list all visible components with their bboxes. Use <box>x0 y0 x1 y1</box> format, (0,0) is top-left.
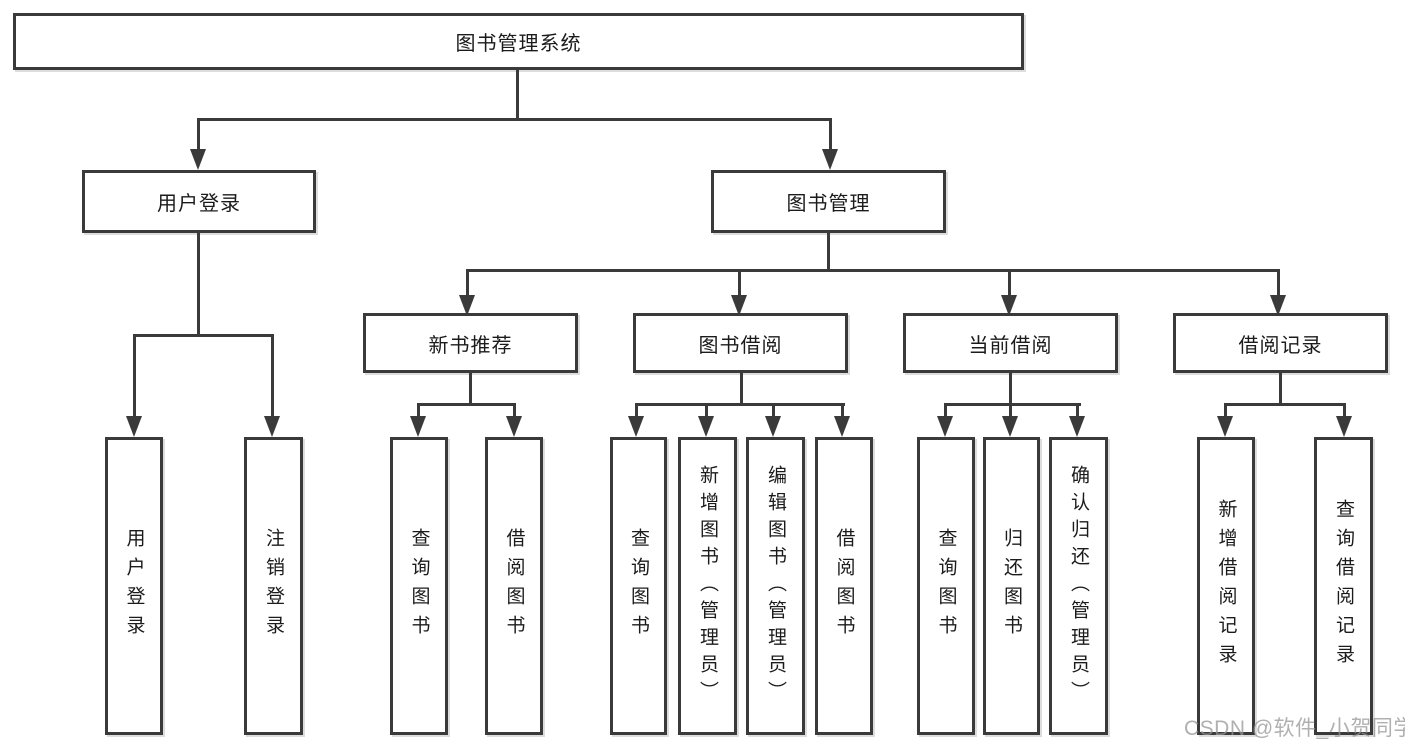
leaf-borrow-query-books-label: 查询图书 <box>628 528 649 644</box>
node-current-borrowing-label: 当前借阅 <box>968 334 1053 357</box>
node-book-management-branch: 图书管理 <box>711 170 946 233</box>
connector-line <box>133 334 136 417</box>
connector-line <box>417 403 516 406</box>
connector-line <box>469 373 472 406</box>
connector-line <box>738 269 741 297</box>
connector-line <box>1279 373 1282 406</box>
connector-line <box>271 334 274 417</box>
leaf-user-login-label: 用户登录 <box>123 528 145 644</box>
connector-arrowhead <box>1002 416 1018 437</box>
connector-line <box>1008 269 1011 297</box>
node-user-login-branch: 用户登录 <box>82 170 316 233</box>
connector-line <box>133 334 274 337</box>
leaf-records-query-record: 查询借阅记录 <box>1314 437 1373 735</box>
leaf-current-return-books: 归还图书 <box>983 437 1040 735</box>
connector-arrowhead <box>834 416 850 437</box>
leaf-borrow-edit-books-admin: 编辑图书（管理员） <box>746 437 805 735</box>
connector-line <box>827 233 830 271</box>
connector-arrowhead <box>822 149 838 170</box>
connector-line <box>197 118 200 152</box>
connector-line <box>197 233 200 337</box>
connector-arrowhead <box>698 416 714 437</box>
connector-line <box>705 403 708 417</box>
connector-line <box>1277 269 1280 297</box>
connector-arrowhead <box>765 416 781 437</box>
connector-arrowhead <box>410 416 426 437</box>
connector-line <box>1224 403 1346 406</box>
connector-arrowhead <box>731 295 747 316</box>
connector-line <box>1343 403 1346 417</box>
leaf-records-query-record-label: 查询借阅记录 <box>1333 499 1354 673</box>
leaf-records-add-record-label: 新增借阅记录 <box>1215 499 1237 673</box>
node-book-management-label: 图书管理 <box>786 193 871 215</box>
connector-line <box>740 373 743 406</box>
connector-line <box>841 403 844 417</box>
leaf-current-return-books-label: 归还图书 <box>1001 528 1022 644</box>
root-node-library-system: 图书管理系统 <box>13 13 1024 70</box>
leaf-recommend-query-books-label: 查询图书 <box>408 528 430 644</box>
leaf-current-confirm-return-admin-label: 确认归还（管理员） <box>1068 464 1089 708</box>
connector-line <box>466 269 1280 272</box>
leaf-recommend-borrow-books-label: 借阅图书 <box>503 528 525 644</box>
connector-line <box>772 403 775 417</box>
connector-line <box>1009 373 1012 406</box>
connector-line <box>635 403 638 417</box>
leaf-current-query-books-label: 查询图书 <box>935 528 957 644</box>
leaf-borrow-edit-books-admin-label: 编辑图书（管理员） <box>765 464 786 708</box>
connector-line <box>513 403 516 417</box>
leaf-recommend-query-books: 查询图书 <box>390 437 448 735</box>
connector-line <box>1076 403 1079 417</box>
connector-line <box>1009 403 1012 417</box>
leaf-borrow-add-books-admin: 新增图书（管理员） <box>678 437 737 735</box>
leaf-borrow-borrow-books-label: 借阅图书 <box>833 528 855 644</box>
node-new-book-recommendation: 新书推荐 <box>363 313 578 373</box>
node-borrowing-records-label: 借阅记录 <box>1238 334 1323 357</box>
connector-arrowhead <box>1001 295 1017 316</box>
connector-arrowhead <box>126 416 142 437</box>
leaf-current-query-books: 查询图书 <box>917 437 975 735</box>
leaf-user-login: 用户登录 <box>105 437 163 735</box>
connector-line <box>417 403 420 417</box>
node-new-book-recommendation-label: 新书推荐 <box>428 334 513 357</box>
connector-arrowhead <box>1336 416 1352 437</box>
leaf-borrow-query-books: 查询图书 <box>610 437 667 735</box>
leaf-borrow-add-books-admin-label: 新增图书（管理员） <box>697 464 718 708</box>
connector-line <box>516 70 519 120</box>
connector-line <box>466 269 469 297</box>
csdn-watermark: CSDN @软件_小贺同学 <box>1184 717 1405 740</box>
leaf-current-confirm-return-admin: 确认归还（管理员） <box>1049 437 1108 735</box>
connector-arrowhead <box>1270 295 1286 316</box>
connector-line <box>944 403 947 417</box>
connector-arrowhead <box>937 416 953 437</box>
connector-line <box>944 403 1081 406</box>
leaf-logout-label: 注销登录 <box>263 528 284 644</box>
node-user-login-label: 用户登录 <box>157 193 241 215</box>
node-book-borrowing: 图书借阅 <box>633 313 848 373</box>
leaf-borrow-borrow-books: 借阅图书 <box>815 437 873 735</box>
connector-line <box>829 118 832 152</box>
connector-arrowhead <box>506 416 522 437</box>
connector-arrowhead <box>628 416 644 437</box>
node-book-borrowing-label: 图书借阅 <box>698 334 783 357</box>
connector-arrowhead <box>459 295 475 316</box>
node-current-borrowing: 当前借阅 <box>903 313 1118 373</box>
node-borrowing-records: 借阅记录 <box>1173 313 1388 373</box>
connector-line <box>635 403 845 406</box>
root-node-label: 图书管理系统 <box>455 33 582 55</box>
leaf-records-add-record: 新增借阅记录 <box>1197 437 1255 735</box>
connector-line <box>1224 403 1227 417</box>
connector-arrowhead <box>1217 416 1233 437</box>
connector-arrowhead <box>190 149 206 170</box>
connector-arrowhead <box>1069 416 1085 437</box>
connector-arrowhead <box>264 416 280 437</box>
connector-line <box>197 118 832 121</box>
leaf-logout: 注销登录 <box>244 437 303 735</box>
leaf-recommend-borrow-books: 借阅图书 <box>485 437 543 735</box>
